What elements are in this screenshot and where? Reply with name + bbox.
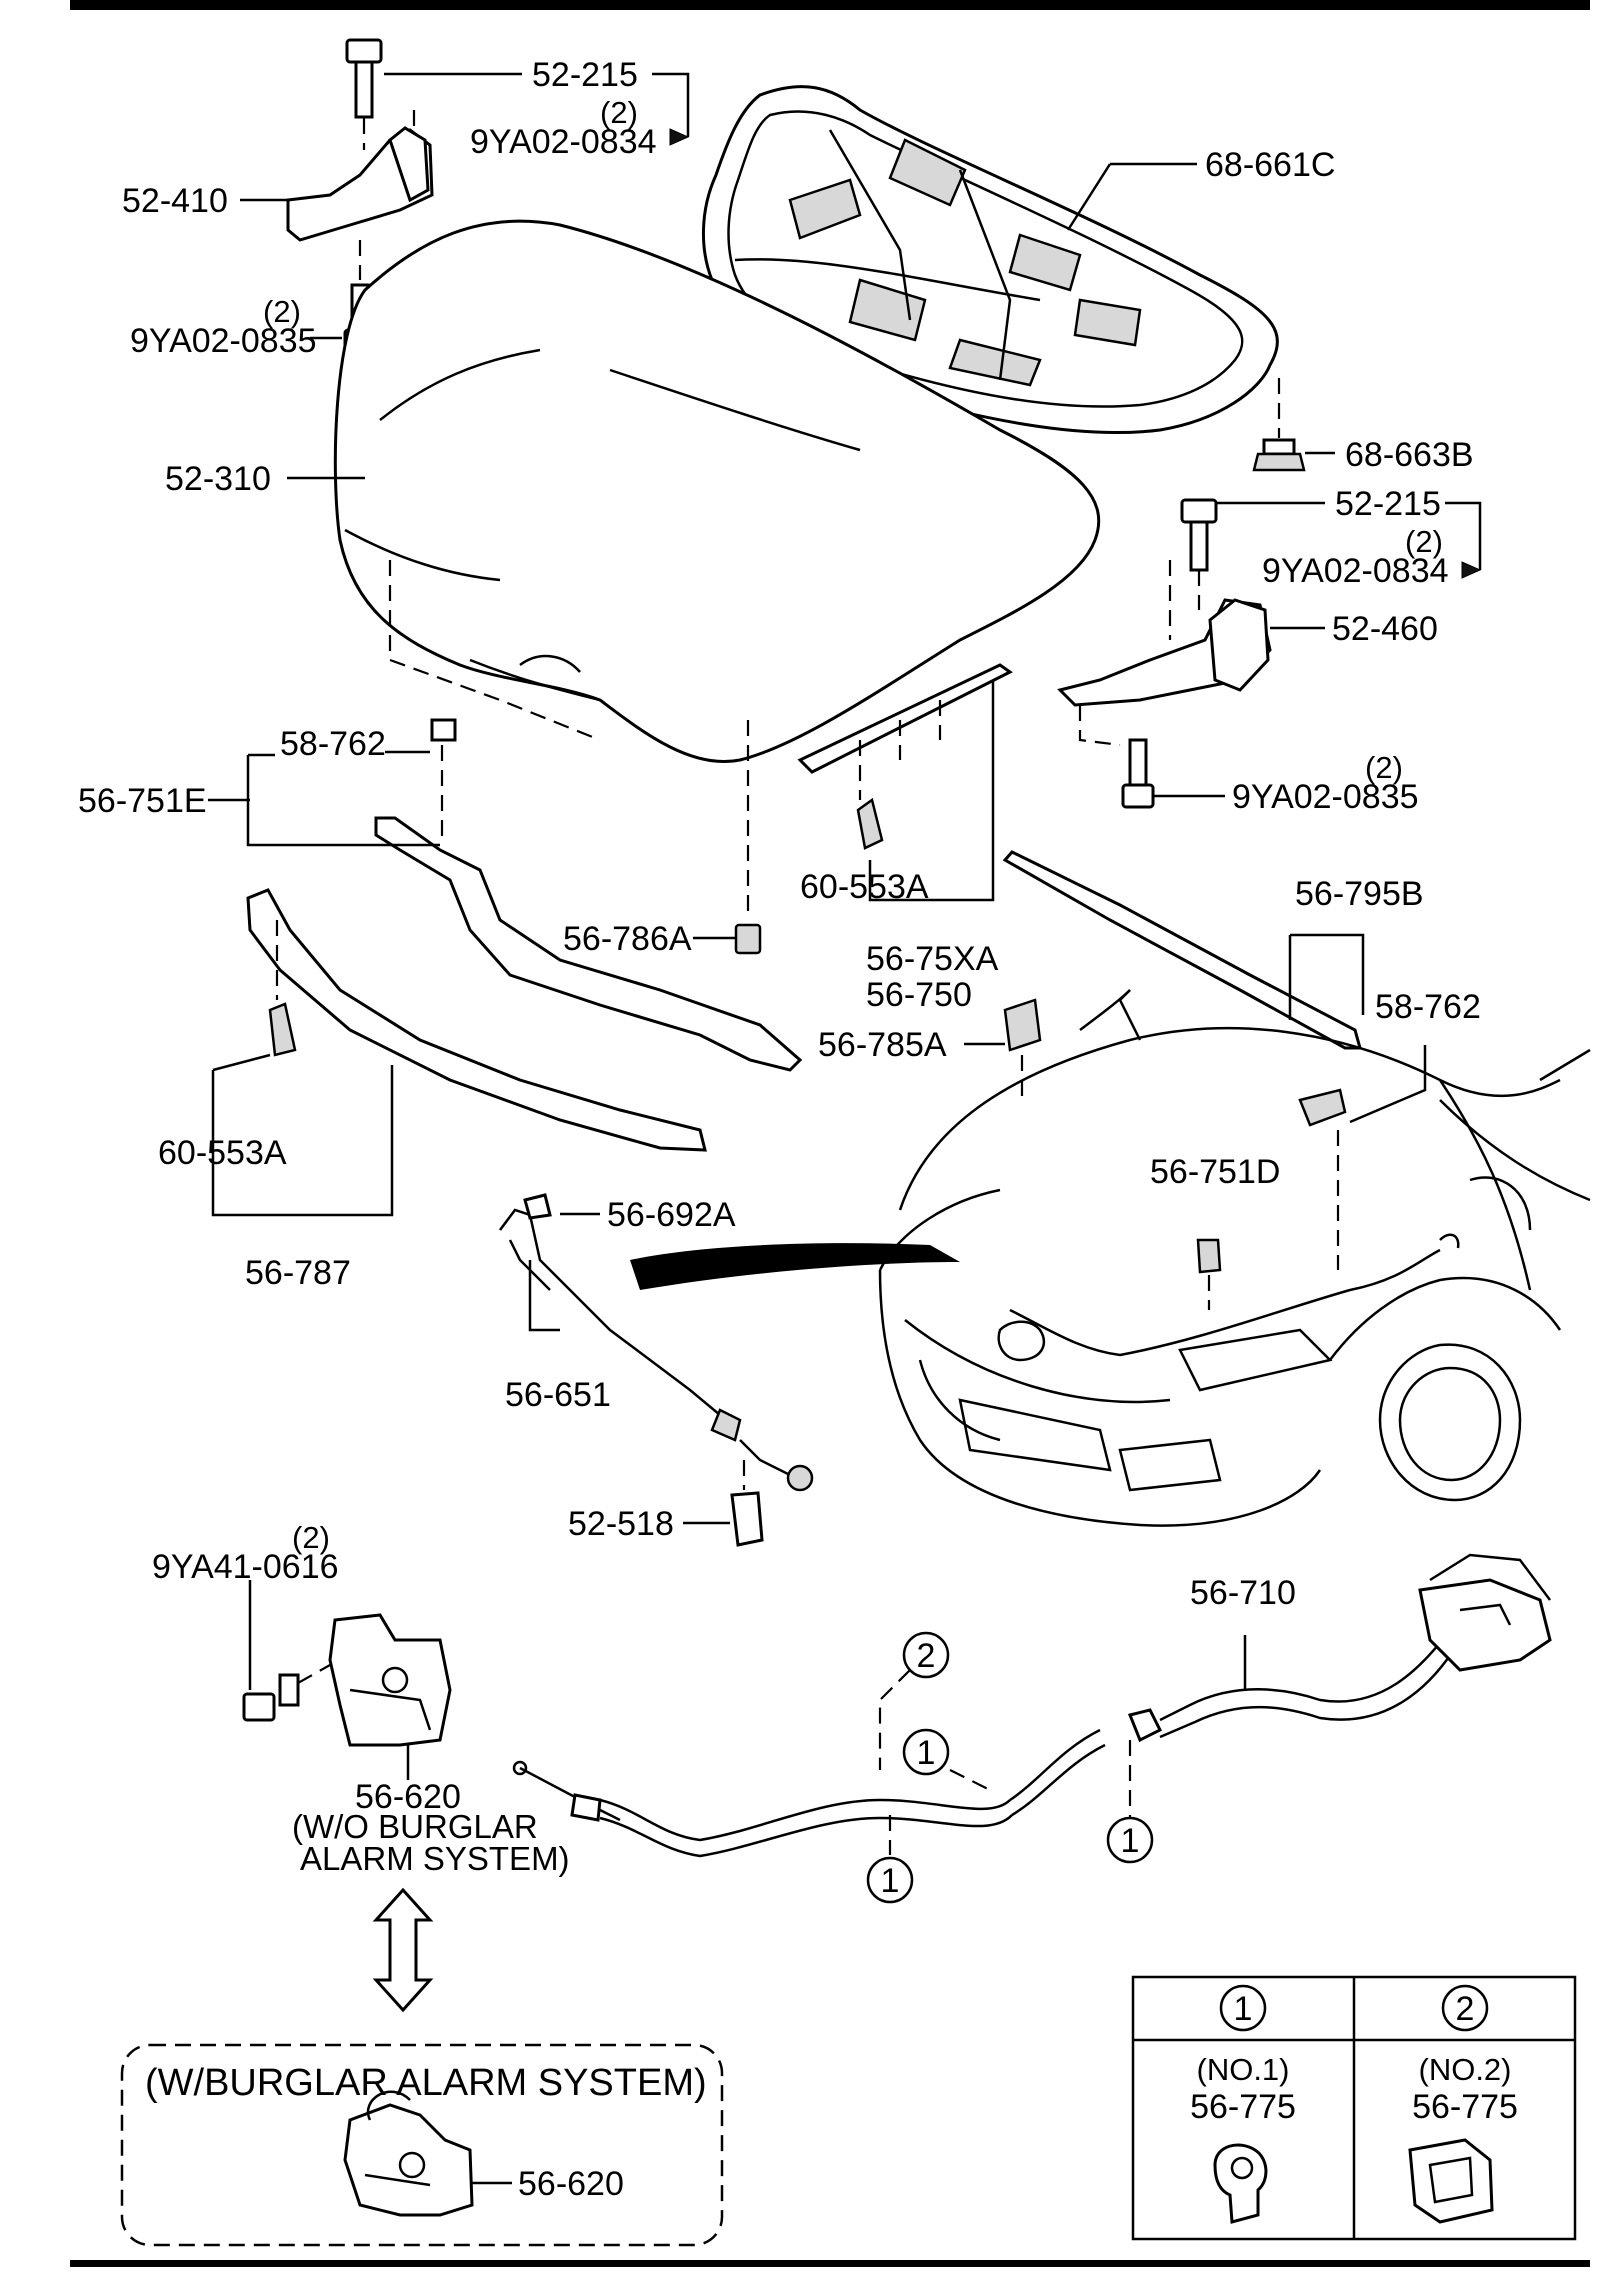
label-hood: 52-310 (165, 460, 271, 498)
label-insulator-clip: 68-663B (1345, 436, 1474, 474)
label-latch-note-2: ALARM SYSTEM) (300, 1840, 570, 1877)
label-seal-rear-b: 56-750 (866, 976, 972, 1014)
label-release-cable: 56-710 (1190, 1574, 1296, 1612)
callout-2-leader (878, 1669, 911, 1770)
top-rule (70, 0, 1590, 10)
callout-2-marker: 2 (902, 1631, 950, 1679)
label-hood-stay: 56-651 (505, 1376, 611, 1414)
label-hinge-bolt-left-qty: (2) (600, 95, 638, 130)
front-seal-E-drawing (374, 718, 803, 1072)
label-latch-bolt-qty: (2) (292, 1520, 330, 1555)
label-grommet: 56-692A (607, 1196, 736, 1234)
swap-arrow-icon (372, 1887, 434, 2013)
bumper-stop-A-drawing (734, 720, 762, 955)
label-clip-top: 58-762 (280, 725, 386, 763)
label-hinge-bolt-right-qty: (2) (1405, 524, 1443, 559)
label-bumper-stop-a: 56-786A (563, 920, 692, 958)
release-cable-drawing (512, 1553, 1552, 1858)
legend-col2-marker: 2 (1441, 1984, 1489, 2032)
svg-text:1: 1 (1121, 1822, 1140, 1860)
callout-1-marker-b: 1 (1106, 1816, 1154, 1864)
callout-1-leader-a (949, 1769, 991, 1791)
label-seal-rear-a: 56-75XA (866, 940, 999, 978)
alarm-latch-drawing (343, 2090, 474, 2217)
svg-text:1: 1 (1234, 1990, 1253, 2028)
legend-col2-part: 56-775 (1412, 2088, 1518, 2126)
vehicle-front-drawing (630, 989, 1591, 1527)
alarm-variant-box (120, 2043, 724, 2247)
label-seal-lower: 56-751D (1150, 1153, 1280, 1191)
legend-table (1131, 1975, 1577, 2241)
label-alarm-latch: 56-620 (518, 2165, 624, 2203)
label-seal-front: 56-751E (78, 782, 207, 820)
leader-lines (208, 72, 1482, 2185)
front-seal-787-drawing (246, 888, 707, 1152)
label-seal-rear-clip: 60-553A (800, 868, 929, 906)
right-hinge-drawing (1057, 498, 1272, 809)
legend-col1-marker: 1 (1219, 1984, 1267, 2032)
svg-text:1: 1 (881, 1862, 900, 1900)
legend-col1-sub: (NO.1) (1197, 2052, 1290, 2087)
label-hinge-left: 52-410 (122, 182, 228, 220)
side-seal-drawing (1002, 850, 1362, 1270)
label-hinge-lower-bolt-right: 9YA02-0835 (1232, 778, 1419, 816)
insulator-clip-drawing (1252, 378, 1306, 472)
latch-drawing (242, 1613, 452, 1747)
label-front-seal: 56-787 (245, 1254, 351, 1292)
label-bumper-stop-b: 56-785A (818, 1026, 947, 1064)
label-hinge-bolt-right: 52-215 (1335, 485, 1441, 523)
callout-1-marker-c: 1 (866, 1856, 914, 1904)
label-seal-side: 56-795B (1295, 875, 1424, 913)
label-hinge-bolt-right-sub: 9YA02-0834 (1262, 552, 1449, 590)
clip-no2-drawing (1408, 2138, 1494, 2224)
label-stay-holder: 52-518 (568, 1505, 674, 1543)
label-front-seal-clip: 60-553A (158, 1134, 287, 1172)
label-latch-bolt: 9YA41-0616 (152, 1548, 339, 1586)
alarm-box-title: (W/BURGLAR ALARM SYSTEM) (145, 2062, 707, 2104)
bumper-stop-B-drawing (1003, 998, 1042, 1100)
label-hinge-lower-bolt-right-qty: (2) (1365, 750, 1403, 785)
label-hinge-lower-bolt-left: 9YA02-0835 (130, 322, 317, 360)
label-hinge-right: 52-460 (1332, 610, 1438, 648)
svg-text:2: 2 (917, 1637, 936, 1675)
legend-col1-part: 56-775 (1190, 2088, 1296, 2126)
label-hinge-bolt-left: 52-215 (532, 56, 638, 94)
callout-1-marker-a: 1 (902, 1728, 950, 1776)
svg-text:1: 1 (917, 1734, 936, 1772)
legend-col2-sub: (NO.2) (1419, 2052, 1512, 2087)
clip-no1-drawing (1213, 2143, 1268, 2224)
hood-stay-drawing (499, 1193, 814, 1547)
label-latch: 56-620 (355, 1778, 461, 1816)
label-hinge-bolt-left-sub: 9YA02-0834 (470, 123, 657, 161)
hood-drawing (333, 219, 1101, 763)
bottom-rule (70, 2260, 1590, 2267)
rear-seal-drawing (797, 663, 1013, 850)
label-latch-note-1: (W/O BURGLAR (292, 1808, 538, 1845)
label-insulator: 68-661C (1205, 146, 1335, 184)
label-clip-side: 58-762 (1375, 988, 1481, 1026)
label-hinge-lower-bolt-left-qty: (2) (263, 294, 301, 329)
svg-text:2: 2 (1456, 1990, 1475, 2028)
